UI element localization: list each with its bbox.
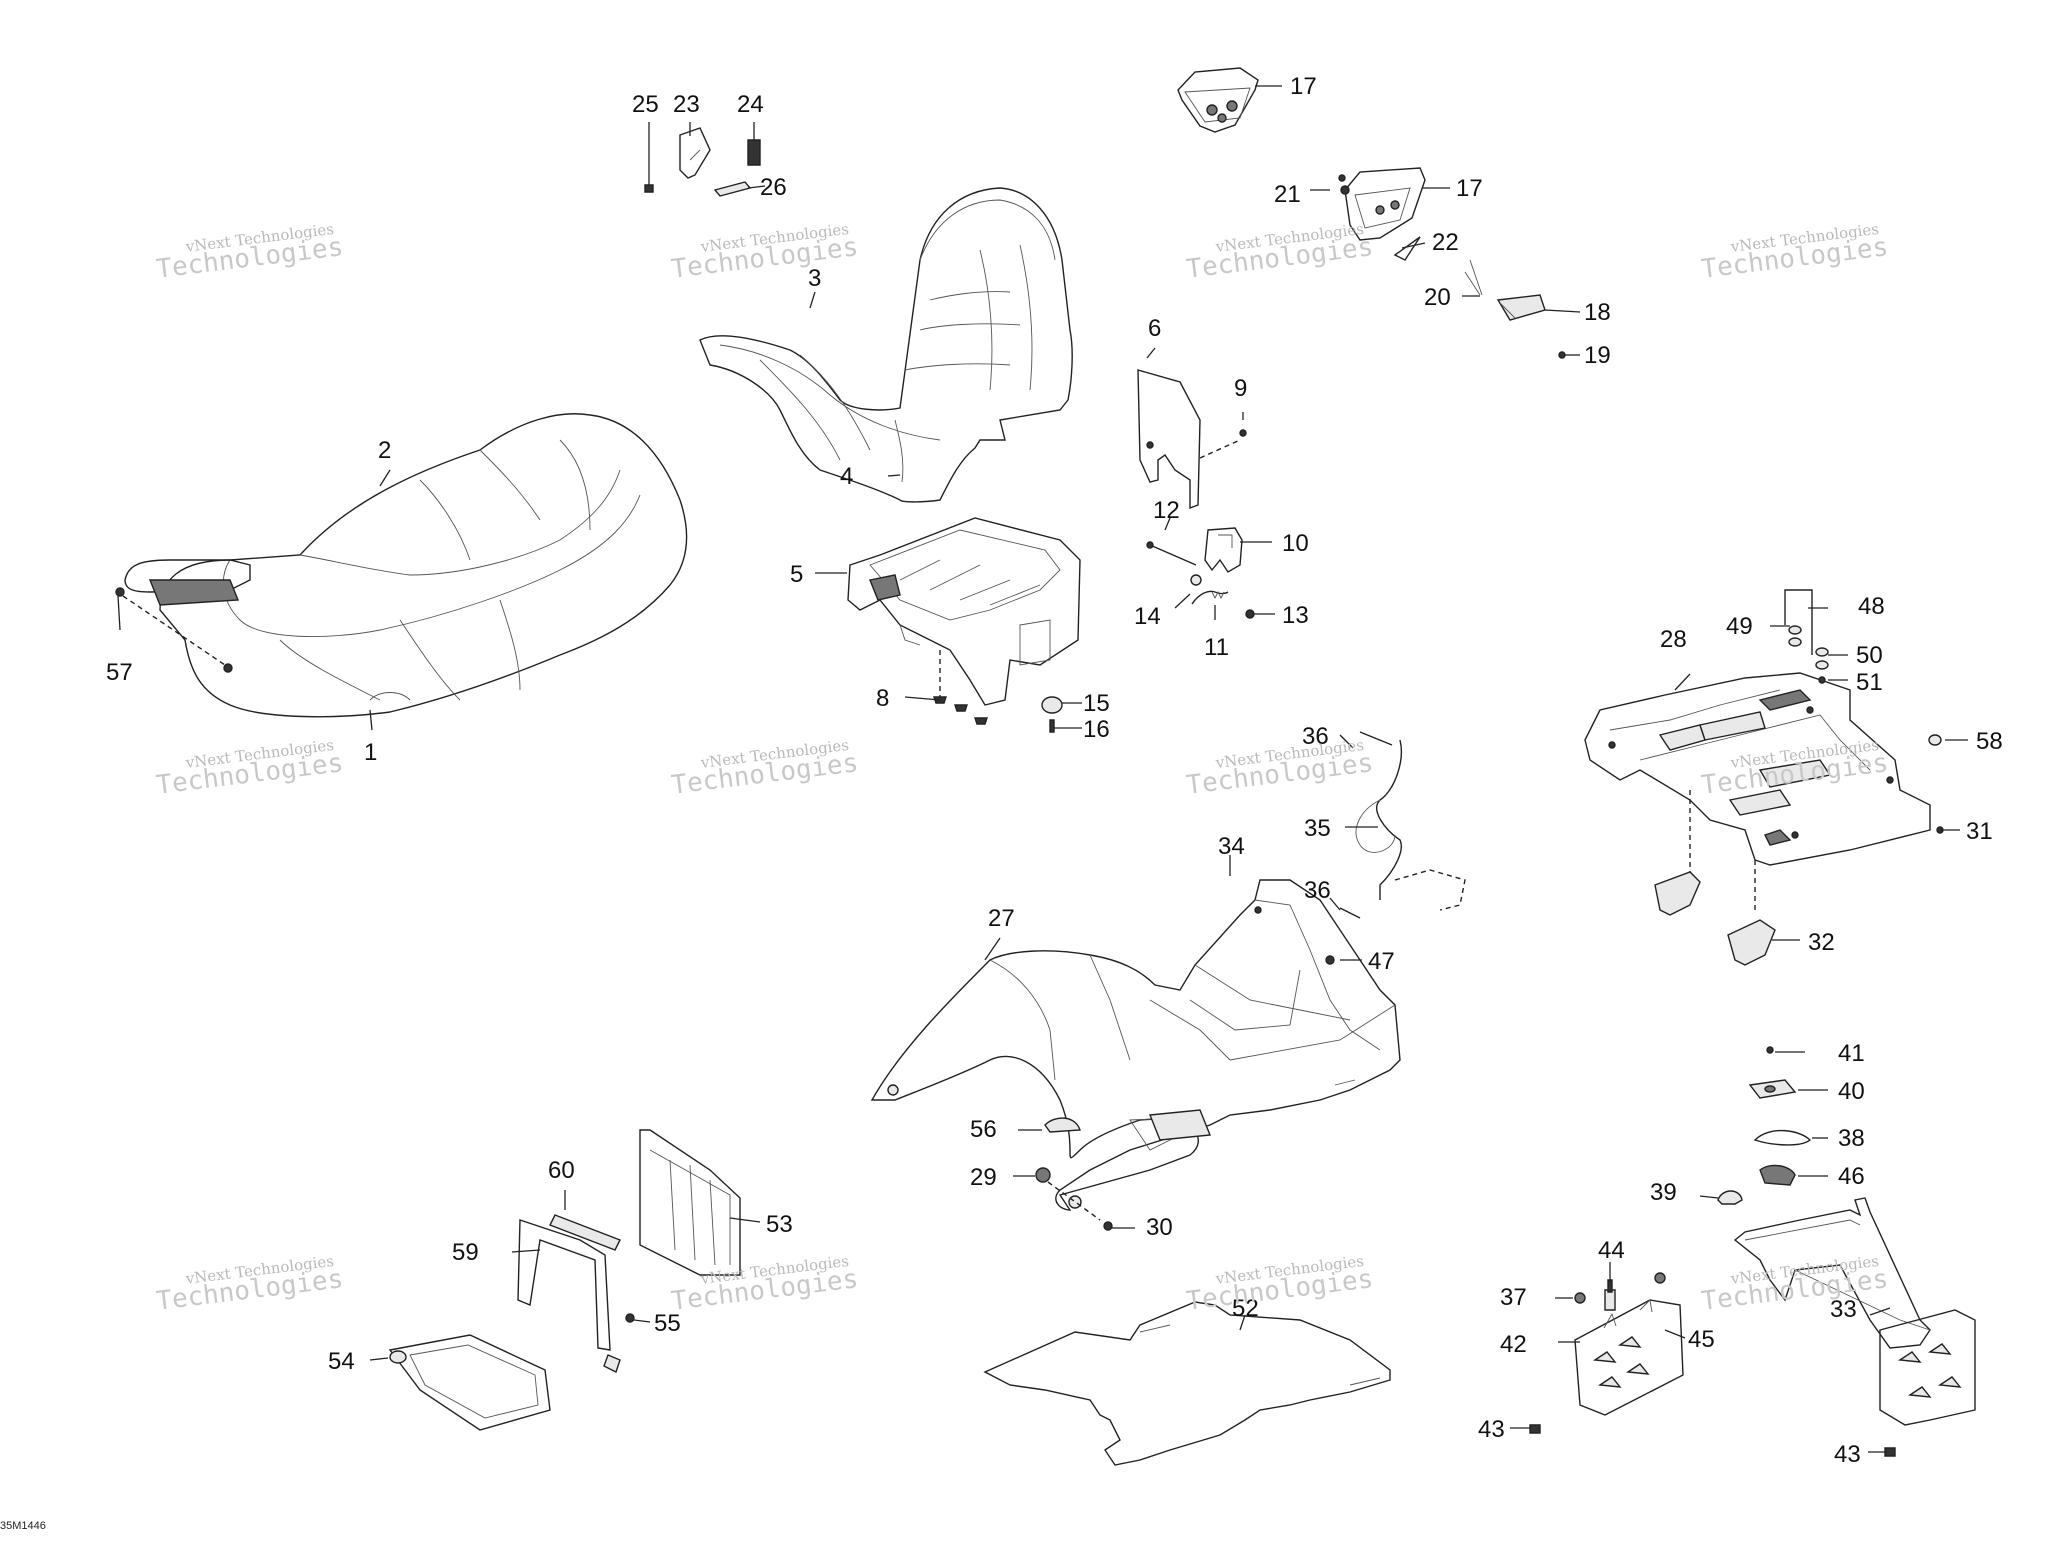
callout-33: 33 [1830,1296,1857,1323]
callout-43-right: 43 [1834,1441,1861,1468]
callout-58: 58 [1976,728,2003,755]
callout-26: 26 [760,174,787,201]
callout-30: 30 [1146,1214,1173,1241]
rear-rack-panel [1584,672,1931,910]
latch-rod-and-spring [1146,541,1255,619]
callout-51: 51 [1856,669,1883,696]
latch-hook [1204,527,1243,573]
callout-20: 20 [1424,284,1451,311]
callout-54: 54 [328,1348,355,1375]
callout-22: 22 [1432,229,1459,256]
callout-56: 56 [970,1116,997,1143]
hitch-pin-clip [1717,1046,1812,1205]
battery-tray [388,1334,551,1431]
callout-49: 49 [1726,613,1753,640]
fender-hardware [1035,906,1335,1231]
callout-36-lower: 36 [1304,877,1331,904]
callout-36-upper: 36 [1302,723,1329,750]
floor-mat [983,1301,1391,1466]
leader-lines [117,85,1968,1453]
callout-28: 28 [1660,626,1687,653]
callout-45: 45 [1688,1326,1715,1353]
rack-brackets [1654,871,1776,966]
callout-32: 32 [1808,929,1835,956]
callout-17-lower: 17 [1456,175,1483,202]
callout-47: 47 [1368,948,1395,975]
callout-18: 18 [1584,299,1611,326]
callout-24: 24 [737,91,764,118]
rear-fender [870,879,1401,1211]
storage-divider [639,1129,741,1276]
callout-38: 38 [1838,1125,1865,1152]
hitch-plate [1574,1299,1684,1416]
taillight-assembly [1177,67,1566,359]
callout-46: 46 [1838,1163,1865,1190]
callout-60: 60 [548,1157,575,1184]
callout-16: 16 [1083,716,1110,743]
callout-39: 39 [1650,1179,1677,1206]
callout-17-upper: 17 [1290,73,1317,100]
callout-57: 57 [106,659,133,686]
callout-40: 40 [1838,1078,1865,1105]
callout-44: 44 [1598,1237,1625,1264]
callout-8: 8 [876,685,889,712]
latch-plate [1137,369,1247,510]
passenger-seat [699,187,1073,503]
callout-27: 27 [988,905,1015,932]
main-seat [115,413,688,718]
callout-3: 3 [808,265,821,292]
hitch-hardware [1529,1272,1896,1457]
callout-35: 35 [1304,815,1331,842]
callout-19: 19 [1584,342,1611,369]
callout-29: 29 [970,1164,997,1191]
battery-strap [517,1214,635,1373]
callout-12: 12 [1153,497,1180,524]
callout-34: 34 [1218,833,1245,860]
callout-25: 25 [632,91,659,118]
callout-numbers: 1 2 3 4 5 6 8 9 10 11 12 13 14 15 16 17 … [106,73,2003,1468]
callout-1: 1 [364,739,377,766]
callout-13: 13 [1282,602,1309,629]
callout-48: 48 [1858,593,1885,620]
callout-5: 5 [790,561,803,588]
diagram-reference-code: 35M1446 [0,1520,46,1532]
tether-cable [1339,731,1466,919]
callout-2: 2 [378,437,391,464]
callout-21: 21 [1274,181,1301,208]
callout-50: 50 [1856,642,1883,669]
callout-4: 4 [840,463,853,490]
callout-43-left: 43 [1478,1416,1505,1443]
callout-52: 52 [1232,1295,1259,1322]
callout-37: 37 [1500,1284,1527,1311]
callout-31: 31 [1966,818,1993,845]
callout-15: 15 [1083,690,1110,717]
callout-14: 14 [1134,603,1161,630]
bracket-hardware [644,127,761,197]
callout-9: 9 [1234,375,1247,402]
callout-6: 6 [1148,315,1161,342]
callout-10: 10 [1282,530,1309,557]
callout-42: 42 [1500,1331,1527,1358]
callout-11: 11 [1204,634,1229,661]
seat-base [847,517,1081,706]
callout-41: 41 [1838,1040,1865,1067]
callout-23: 23 [673,91,700,118]
callout-53: 53 [766,1211,793,1238]
seat-base-fasteners [933,696,1063,733]
hitch-frame [1733,1197,1976,1426]
callout-55: 55 [654,1310,681,1337]
callout-59: 59 [452,1239,479,1266]
